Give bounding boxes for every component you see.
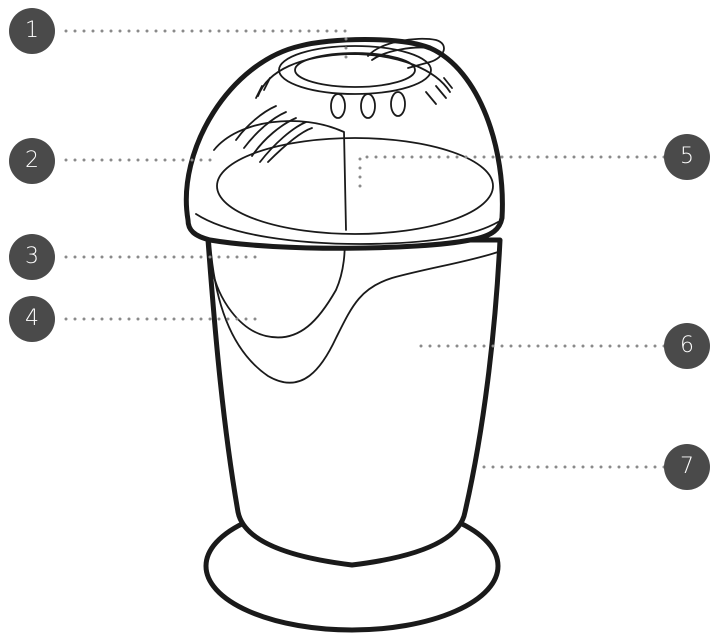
callout-7: 7 [664,444,710,490]
dome [186,39,502,248]
callout-6: 6 [664,323,710,369]
callout-number: 1 [25,20,39,42]
callout-number: 5 [680,146,694,168]
callout-number: 4 [25,308,39,330]
callout-3: 3 [9,234,55,280]
callout-number: 6 [680,335,694,357]
callout-number: 2 [25,150,39,172]
body-shell [208,240,500,565]
callout-number: 3 [25,246,39,268]
callout-2: 2 [9,138,55,184]
callout-4: 4 [9,296,55,342]
callout-5: 5 [664,134,710,180]
callout-number: 7 [680,456,694,478]
callout-1: 1 [9,8,55,54]
